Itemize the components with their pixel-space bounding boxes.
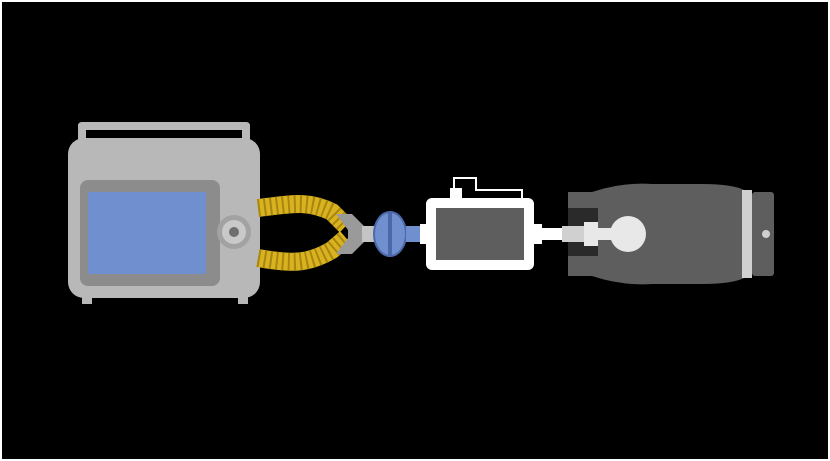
ventilator-icon [68,122,260,304]
test-lung-icon [562,183,774,285]
knob-icon [229,227,239,237]
sensor-icon [420,177,542,270]
ventilator-screen [88,192,206,274]
connector-tube [540,228,562,240]
hme-filter-icon [373,211,428,257]
corrugated-tube-icon [256,195,353,271]
